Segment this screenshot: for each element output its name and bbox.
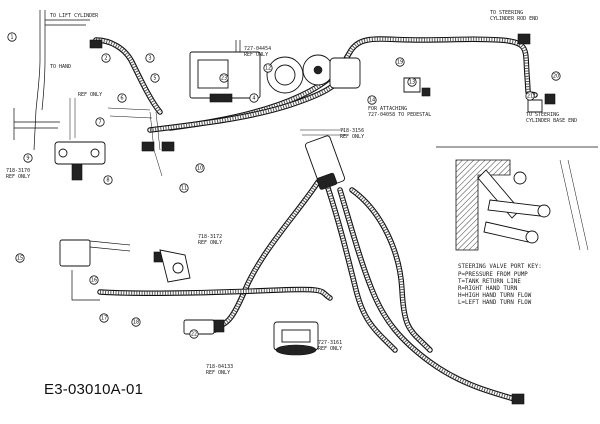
callout-6: 6 bbox=[117, 93, 127, 103]
control-valve-left bbox=[54, 141, 106, 181]
callout-1: 1 bbox=[7, 32, 17, 42]
callout-17: 17 bbox=[99, 313, 109, 323]
svg-text:R=RIGHT HAND TURN: R=RIGHT HAND TURN bbox=[458, 286, 518, 292]
callout-8: 8 bbox=[103, 175, 113, 185]
svg-text:REF ONLY: REF ONLY bbox=[198, 240, 222, 246]
svg-text:727-04058 TO PEDESTAL: 727-04058 TO PEDESTAL bbox=[368, 112, 431, 118]
label-steering-rod: TO STEERING bbox=[490, 10, 523, 16]
callout-9: 9 bbox=[23, 153, 33, 163]
svg-text:REF ONLY: REF ONLY bbox=[206, 370, 230, 376]
svg-text:REF ONLY: REF ONLY bbox=[340, 134, 364, 140]
callout-2: 2 bbox=[101, 53, 111, 63]
svg-text:15: 15 bbox=[17, 255, 23, 261]
svg-text:1: 1 bbox=[10, 34, 13, 40]
svg-text:CYLINDER ROD END: CYLINDER ROD END bbox=[490, 16, 538, 22]
hydraulic-pump bbox=[273, 321, 319, 356]
svg-text:20: 20 bbox=[553, 73, 559, 79]
callout-23: 23 bbox=[219, 73, 229, 83]
svg-text:7: 7 bbox=[98, 119, 101, 125]
callout-20: 20 bbox=[551, 71, 561, 81]
callout-14: 14 bbox=[367, 95, 377, 105]
svg-text:11: 11 bbox=[181, 185, 187, 191]
callout-3: 3 bbox=[145, 53, 155, 63]
svg-text:T=TANK RETURN LINE: T=TANK RETURN LINE bbox=[458, 279, 521, 285]
callout-11: 11 bbox=[179, 183, 189, 193]
svg-text:19: 19 bbox=[397, 59, 403, 65]
label-part-3156: 718-3156 bbox=[340, 128, 364, 134]
svg-text:L=LEFT HAND TURN FLOW: L=LEFT HAND TURN FLOW bbox=[458, 300, 532, 306]
svg-text:16: 16 bbox=[91, 277, 97, 283]
svg-text:REF ONLY: REF ONLY bbox=[6, 174, 30, 180]
svg-text:8: 8 bbox=[106, 177, 109, 183]
callout-13: 13 bbox=[407, 77, 417, 87]
label-part-3170: 718-3170 bbox=[6, 168, 30, 174]
svg-text:STEERING VALVE PORT KEY:: STEERING VALVE PORT KEY: bbox=[458, 264, 542, 270]
label-lift-cylinder: TO LIFT CYLINDER bbox=[50, 13, 99, 19]
svg-text:2: 2 bbox=[104, 55, 107, 61]
svg-text:13: 13 bbox=[409, 79, 415, 85]
svg-text:14: 14 bbox=[369, 97, 375, 103]
callout-18: 18 bbox=[131, 317, 141, 327]
reference-code: E3-03010A-01 bbox=[44, 381, 144, 398]
callout-12: 12 bbox=[263, 63, 273, 73]
label-note: REF ONLY bbox=[78, 92, 102, 98]
svg-text:10: 10 bbox=[197, 165, 203, 171]
port-key: STEERING VALVE PORT KEY: P=PRESSURE FROM… bbox=[458, 264, 542, 306]
label-part-04454: 727-04454 bbox=[244, 46, 271, 52]
label-part-3161: 727-3161 bbox=[318, 340, 342, 346]
svg-text:9: 9 bbox=[26, 155, 29, 161]
svg-text:REF ONLY: REF ONLY bbox=[244, 52, 268, 58]
callout-5: 5 bbox=[150, 73, 160, 83]
callout-22: 22 bbox=[189, 329, 199, 339]
hose-left-loop bbox=[93, 37, 163, 115]
callout-19: 19 bbox=[395, 57, 405, 67]
svg-text:CYLINDER BASE END: CYLINDER BASE END bbox=[526, 118, 577, 124]
svg-text:3: 3 bbox=[148, 55, 151, 61]
svg-text:4: 4 bbox=[252, 95, 255, 101]
label-left-hand: TO HAND bbox=[50, 64, 71, 70]
svg-text:H=HIGH HAND TURN FLOW: H=HIGH HAND TURN FLOW bbox=[458, 293, 532, 299]
svg-text:23: 23 bbox=[221, 75, 227, 81]
callout-15: 15 bbox=[15, 253, 25, 263]
label-part-3172: 718-3172 bbox=[198, 234, 222, 240]
callout-21: 21 bbox=[525, 91, 535, 101]
frame-lines bbox=[13, 10, 598, 301]
label-pedestal: FOR ATTACHING bbox=[368, 106, 407, 112]
steering-cylinder bbox=[300, 129, 346, 190]
label-steering-base: TO STEERING bbox=[526, 112, 559, 118]
steering-valve-block bbox=[189, 51, 361, 103]
svg-text:P=PRESSURE FROM PUMP: P=PRESSURE FROM PUMP bbox=[458, 272, 528, 278]
callout-4: 4 bbox=[249, 93, 259, 103]
callout-10: 10 bbox=[195, 163, 205, 173]
svg-text:21: 21 bbox=[527, 93, 533, 99]
label-part-04133: 718-04133 bbox=[206, 364, 233, 370]
svg-text:17: 17 bbox=[101, 315, 107, 321]
svg-text:18: 18 bbox=[133, 319, 139, 325]
svg-text:12: 12 bbox=[265, 65, 271, 71]
svg-text:5: 5 bbox=[153, 75, 156, 81]
labels: TO LIFT CYLINDER TO HAND TO STEERING CYL… bbox=[6, 10, 577, 376]
callout-16: 16 bbox=[89, 275, 99, 285]
callout-7: 7 bbox=[95, 117, 105, 127]
steering-valve-detail bbox=[455, 159, 589, 251]
svg-text:6: 6 bbox=[120, 95, 123, 101]
svg-text:22: 22 bbox=[191, 331, 197, 337]
svg-text:REF ONLY: REF ONLY bbox=[318, 346, 342, 352]
